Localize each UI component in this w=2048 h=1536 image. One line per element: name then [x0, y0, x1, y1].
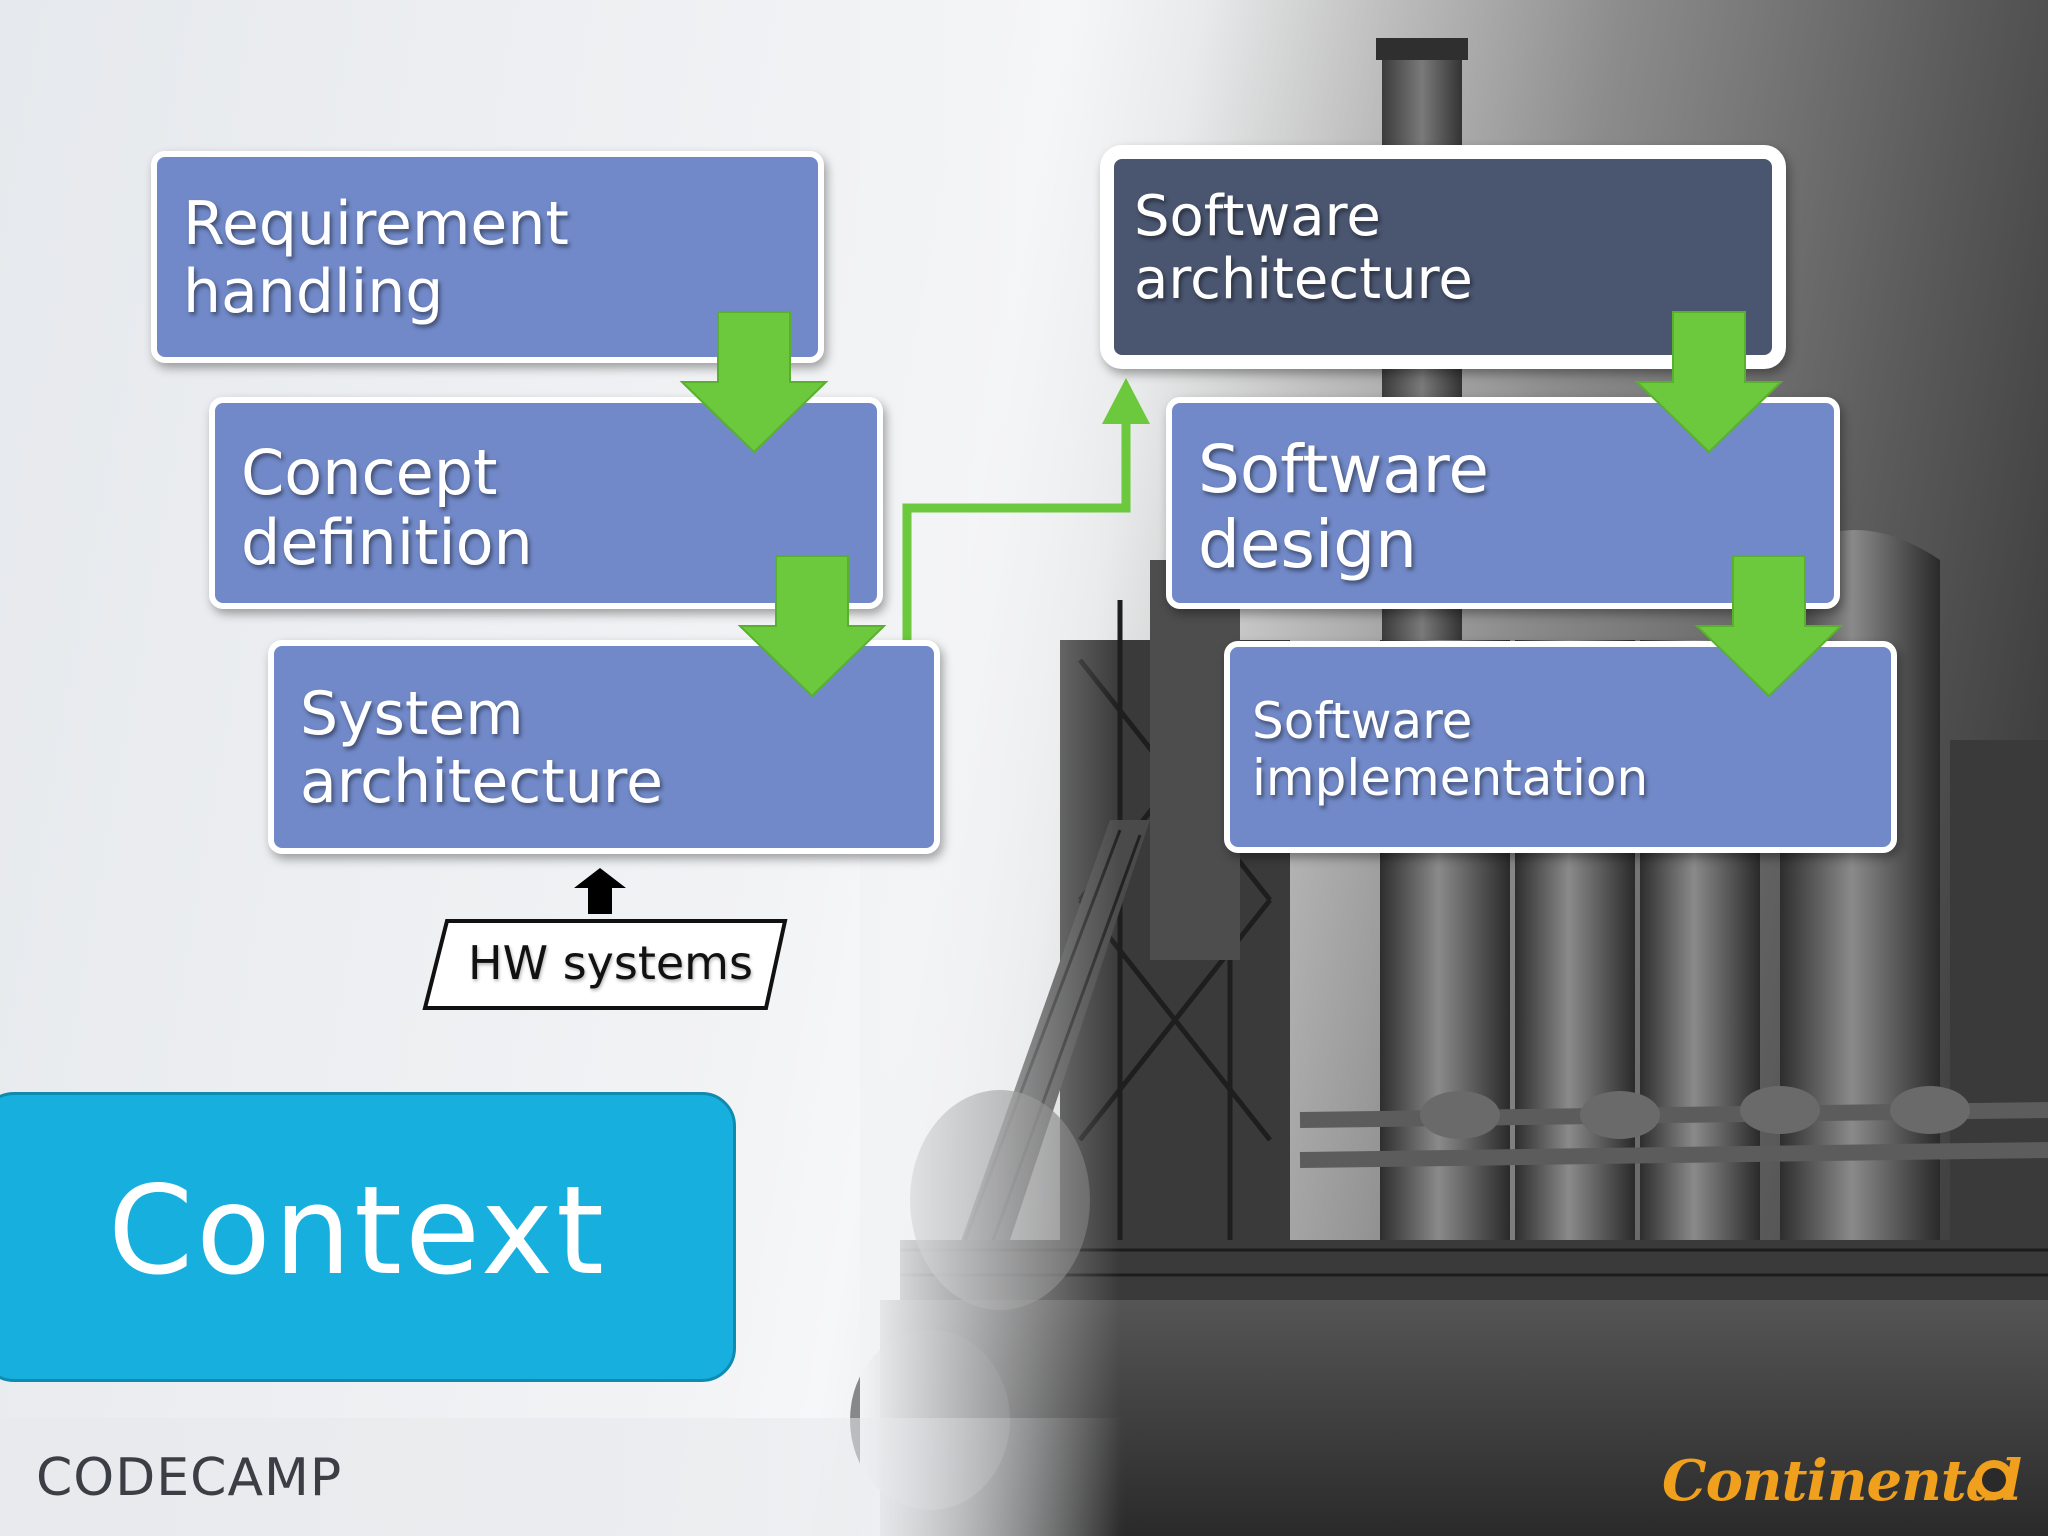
requirement-handling-box: Requirement handling	[151, 151, 824, 363]
context-panel	[0, 1092, 736, 1382]
software-implementation-label: Software implementation	[1252, 692, 1649, 807]
arrow-down-icon	[1694, 555, 1844, 698]
footer-band	[0, 1418, 2048, 1536]
hw-systems-label: HW systems	[468, 936, 753, 990]
software-architecture-label: Software architecture	[1134, 184, 1473, 313]
codecamp-logo: CODECAMP	[36, 1448, 343, 1508]
software-design-label: Software design	[1198, 431, 1489, 583]
section-title: Context	[108, 1160, 607, 1302]
arrow-down-icon	[679, 311, 829, 454]
software-architecture-box: Software architecture	[1100, 145, 1786, 369]
arrow-down-icon	[1634, 311, 1784, 454]
arrow-up-icon	[574, 868, 626, 914]
concept-definition-label: Concept definition	[241, 436, 533, 580]
continental-logo: Continental	[1662, 1448, 2022, 1514]
system-architecture-label: System architecture	[300, 679, 664, 817]
system-architecture-box: System architecture	[268, 640, 940, 854]
arrow-down-icon	[737, 555, 887, 698]
arrow-up-icon	[1102, 378, 1150, 424]
requirement-handling-label: Requirement handling	[183, 189, 569, 327]
software-implementation-box: Software implementation	[1224, 641, 1897, 853]
